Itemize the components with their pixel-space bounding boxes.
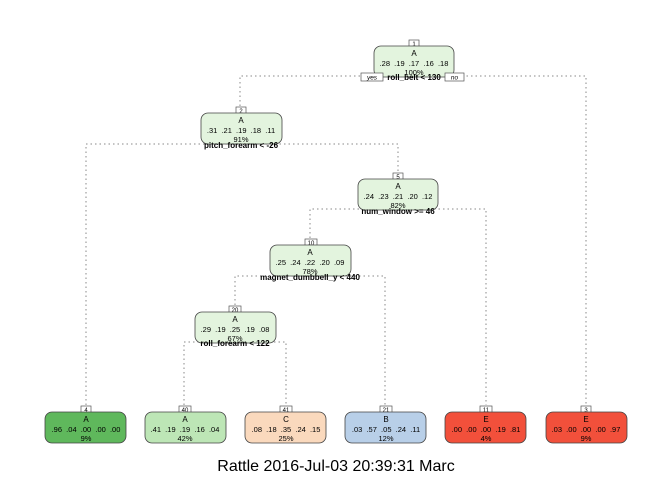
node-pct: 82% — [390, 201, 405, 210]
node-id: 3 — [584, 408, 588, 414]
svg-text:roll_belt < 130: roll_belt < 130 — [387, 73, 441, 82]
svg-text:yes: yes — [366, 75, 378, 82]
node-class: E — [483, 415, 488, 424]
node-pct: 100% — [404, 68, 424, 77]
edge-5-to-10-and-11 — [309, 208, 487, 405]
node-id: 20 — [232, 308, 239, 314]
tree-edges — [85, 75, 587, 405]
edge-1-to-2-and-3 — [239, 75, 587, 405]
tree-leaf-40: 40 A .41 .19 .19 .16 .04 42% — [144, 405, 227, 444]
svg-text:magnet_dumbbell_y < 440: magnet_dumbbell_y < 440 — [260, 273, 360, 282]
node-class: A — [395, 182, 401, 191]
node-class: A — [232, 315, 238, 324]
tree-node-10: 10 A .25 .24 .22 .20 .09 78% — [269, 238, 352, 277]
branch-yes-label: yes — [360, 72, 384, 82]
split-label-2: pitch_forearm < -26 — [204, 141, 279, 150]
plot-caption: Rattle 2016-Jul-03 20:39:31 Marc — [217, 458, 455, 475]
node-pct: 78% — [302, 267, 317, 276]
tree-node-1: 1 A .28 .19 .17 .16 .18 100% — [373, 39, 455, 78]
node-pct: 42% — [177, 434, 192, 443]
node-class: A — [238, 116, 244, 125]
tree-leaf-3: 3 E .03 .00 .00 .00 .97 9% — [545, 405, 628, 444]
svg-text:roll_forearm < 122: roll_forearm < 122 — [200, 339, 270, 348]
node-probs: .03 .00 .00 .00 .97 — [552, 425, 621, 434]
node-id: 10 — [308, 241, 315, 247]
node-class: E — [583, 415, 588, 424]
svg-text:num_window >= 46: num_window >= 46 — [361, 207, 435, 216]
node-id: 21 — [383, 408, 390, 414]
node-probs: .08 .18 .35 .24 .15 — [252, 425, 321, 434]
node-pct: 9% — [81, 434, 92, 443]
node-id: 4 — [84, 408, 88, 414]
node-pct: 67% — [227, 334, 242, 343]
node-probs: .25 .24 .22 .20 .09 — [276, 258, 345, 267]
svg-text:no: no — [451, 75, 459, 82]
node-probs: .31 .21 .19 .18 .11 — [207, 126, 275, 135]
node-class: A — [307, 248, 313, 257]
node-class: A — [411, 49, 417, 58]
edge-2-to-4-and-5 — [85, 143, 399, 405]
node-id: 1 — [412, 42, 416, 48]
node-id: 5 — [396, 175, 400, 181]
node-id: 11 — [483, 408, 490, 414]
node-id: 2 — [239, 109, 243, 115]
edge-20-to-40-and-41 — [183, 341, 287, 405]
node-probs: .28 .19 .17 .16 .18 — [380, 59, 449, 68]
tree-node-2: 2 A .31 .21 .19 .18 .11 91% — [200, 106, 283, 145]
node-pct: 12% — [378, 434, 393, 443]
node-probs: .24 .23 .21 .20 .12 — [364, 192, 433, 201]
split-label-20: roll_forearm < 122 — [200, 339, 270, 348]
node-pct: 4% — [481, 434, 492, 443]
node-pct: 9% — [581, 434, 592, 443]
split-label-10: magnet_dumbbell_y < 440 — [260, 273, 360, 282]
node-class: C — [283, 415, 289, 424]
split-label-1: roll_belt < 130 — [387, 73, 441, 82]
svg-text:pitch_forearm < -26: pitch_forearm < -26 — [204, 141, 279, 150]
node-class: A — [182, 415, 188, 424]
tree-node-5: 5 A .24 .23 .21 .20 .12 82% — [357, 172, 439, 211]
node-probs: .00 .00 .00 .19 .81 — [452, 425, 521, 434]
node-class: A — [83, 415, 89, 424]
node-pct: 91% — [233, 135, 248, 144]
node-probs: .29 .19 .25 .19 .08 — [201, 325, 270, 334]
tree-node-20: 20 A .29 .19 .25 .19 .08 67% — [194, 305, 277, 344]
split-label-5: num_window >= 46 — [361, 207, 435, 216]
node-id: 41 — [283, 408, 290, 414]
node-probs: .96 .04 .00 .00 .00 — [52, 425, 121, 434]
tree-leaf-41: 41 C .08 .18 .35 .24 .15 25% — [244, 405, 327, 444]
node-pct: 25% — [278, 434, 293, 443]
tree-leaf-4: 4 A .96 .04 .00 .00 .00 9% — [44, 405, 127, 444]
node-probs: .41 .19 .19 .16 .04 — [151, 425, 220, 434]
branch-no-label: no — [444, 72, 465, 82]
node-probs: .03 .57 .05 .24 .11 — [352, 425, 420, 434]
node-id: 40 — [182, 408, 189, 414]
tree-leaf-11: 11 E .00 .00 .00 .19 .81 4% — [444, 405, 527, 444]
node-class: B — [383, 415, 388, 424]
tree-leaf-21: 21 B .03 .57 .05 .24 .11 12% — [344, 405, 427, 444]
